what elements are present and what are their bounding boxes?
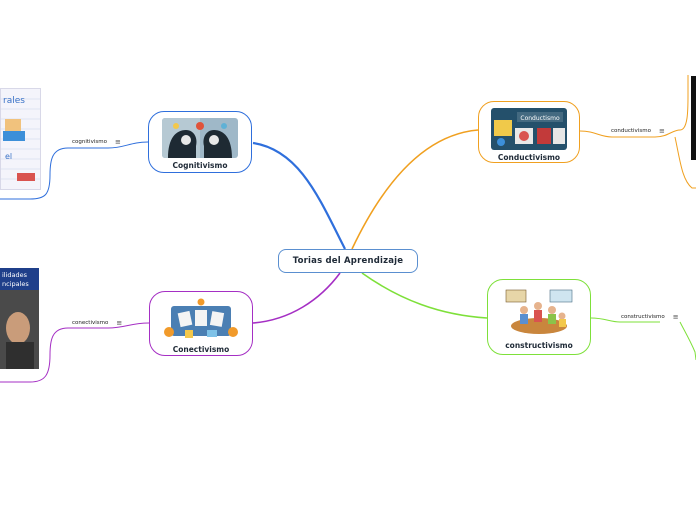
subtopic-cognitivismo[interactable]: cognitivismo ≡ — [72, 138, 121, 146]
subtopic-constructivismo[interactable]: constructivismo ≡ — [621, 313, 679, 321]
subtopic-conductivismo[interactable]: conductivismo ≡ — [611, 127, 665, 135]
central-topic-title: Torias del Aprendizaje — [292, 256, 404, 266]
connector-sub-constructivismo — [590, 317, 660, 323]
connector-conductivismo — [351, 129, 479, 250]
node-constructivismo[interactable]: constructivismo — [487, 279, 591, 355]
node-cognitivismo[interactable]: Cognitivismo — [148, 111, 252, 173]
menu-icon[interactable]: ≡ — [658, 127, 665, 135]
svg-text:rales: rales — [3, 96, 25, 106]
subtopic-constructivismo-label: constructivismo — [621, 314, 665, 320]
svg-text:el: el — [5, 152, 12, 161]
subtopic-conectivismo[interactable]: conectivismo ≡ — [72, 319, 122, 327]
connector-cognitivismo — [252, 141, 346, 250]
menu-icon[interactable]: ≡ — [672, 313, 679, 321]
constructivismo-title: constructivismo — [505, 341, 573, 350]
connector-sub-conductivismo — [579, 130, 655, 138]
subtopic-conductivismo-label: conductivismo — [611, 128, 651, 134]
cognitivismo-title: Cognitivismo — [172, 161, 228, 170]
menu-icon[interactable]: ≡ — [114, 138, 121, 146]
conductivismo-side-image[interactable] — [691, 76, 696, 160]
conectivismo-image — [163, 298, 239, 342]
conectivismo-title: Conectivismo — [172, 345, 230, 354]
menu-icon[interactable]: ≡ — [116, 319, 123, 327]
node-conectivismo[interactable]: Conectivismo — [149, 291, 253, 356]
node-conductivismo[interactable]: Conductismo Conductivismo — [478, 101, 580, 163]
cognitivismo-image — [162, 118, 238, 158]
svg-text:ncipales: ncipales — [2, 280, 29, 288]
connector-conectivismo — [252, 272, 341, 324]
connector-sub-conectivismo — [68, 322, 150, 329]
conectivismo-side-image[interactable]: ilidades ncipales — [0, 268, 39, 369]
conductivismo-image: Conductismo — [491, 108, 567, 150]
subtopic-conectivismo-label: conectivismo — [72, 320, 109, 326]
svg-text:ilidades: ilidades — [2, 271, 28, 279]
constructivismo-image — [504, 286, 574, 338]
cognitivismo-side-image[interactable]: rales el — [0, 88, 41, 190]
connector-constructivismo — [361, 272, 488, 319]
subtopic-cognitivismo-label: cognitivismo — [72, 139, 107, 145]
central-topic[interactable]: Torias del Aprendizaje — [278, 249, 418, 273]
connector-sub-cognitivismo — [68, 141, 149, 149]
conductivismo-title: Conductivismo — [497, 153, 561, 162]
conductivismo-image-caption: Conductismo — [520, 115, 560, 122]
